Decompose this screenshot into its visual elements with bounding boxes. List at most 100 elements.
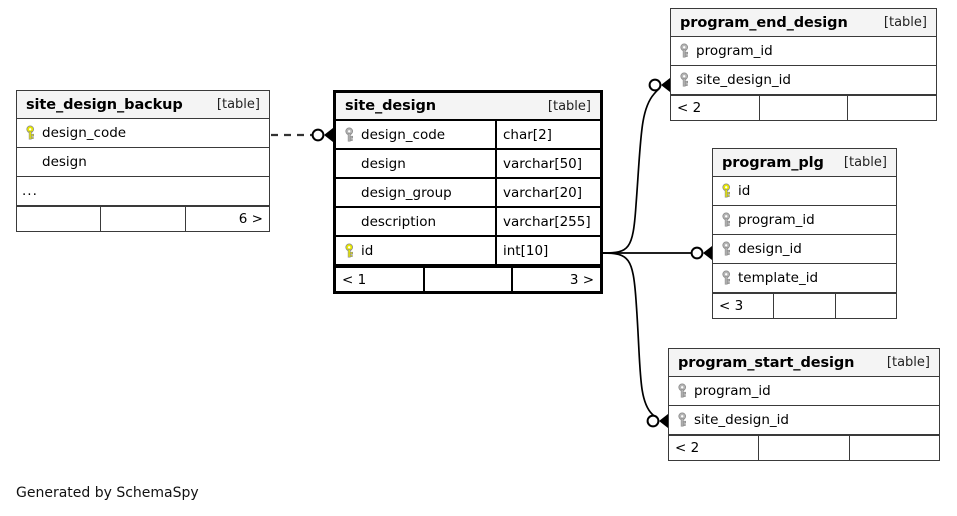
column-name-cell: id [336, 237, 495, 264]
footer-middle [100, 207, 184, 231]
column-name: id [738, 183, 751, 199]
table-title: program_start_design [678, 354, 855, 371]
table-row[interactable]: program_id [669, 377, 939, 406]
table-type-tag: [table] [547, 98, 591, 114]
footer-middle [773, 294, 834, 318]
primary-key-icon [24, 125, 38, 141]
table-type-tag: [table] [216, 97, 260, 112]
cardinality-many-arrow [324, 128, 333, 142]
index-key-icon [720, 241, 734, 257]
table-row[interactable]: design_id [713, 235, 896, 264]
index-key-icon [676, 412, 690, 428]
column-name: ... [22, 183, 38, 199]
column-name: site_design_id [696, 72, 791, 88]
table-header-program_end_design: program_end_design [table] [671, 9, 936, 37]
primary-key-icon [343, 243, 357, 259]
footer-child-count [834, 294, 896, 318]
footer-parent-count: < 2 [677, 100, 702, 116]
column-name: design_id [738, 241, 802, 257]
index-key-icon [720, 212, 734, 228]
schemaspy-credit: Generated by SchemaSpy [16, 485, 199, 501]
footer-middle [422, 268, 512, 291]
cardinality-many-arrow [703, 246, 712, 260]
footer-parent-count [17, 207, 100, 231]
column-name-cell: design_id [713, 235, 896, 263]
column-name-cell: program_id [669, 377, 939, 405]
table-row[interactable]: id [713, 177, 896, 206]
footer-parent-count: < 2 [675, 440, 700, 456]
footer-child-count [848, 436, 939, 460]
table-title: program_end_design [680, 14, 848, 31]
table-footer-program_start_design: < 2 [669, 435, 939, 460]
column-name-cell: design [17, 148, 269, 176]
relationship-site-design-to-program-end-design [602, 78, 670, 254]
column-name-cell: site_design_id [671, 66, 936, 94]
cardinality-optional-circle [690, 246, 704, 260]
column-name-cell: ... [17, 177, 269, 205]
relationship-backup-to-site-design [271, 128, 333, 142]
footer-child-count: 3 > [511, 268, 600, 291]
footer-middle [758, 96, 848, 120]
table-row[interactable]: design [17, 148, 269, 177]
table-row[interactable]: design_group varchar[20] [336, 179, 600, 208]
cardinality-many-arrow [659, 414, 668, 428]
table-footer-program_plg: < 3 [713, 293, 896, 318]
table-type-tag: [table] [883, 15, 927, 30]
index-key-icon [343, 127, 357, 143]
table-type-tag: [table] [886, 355, 930, 370]
table-row[interactable]: design_code [17, 119, 269, 148]
table-footer-site_design_backup: 6 > [17, 206, 269, 231]
table-header-program_start_design: program_start_design [table] [669, 349, 939, 377]
column-name-cell: design_group [336, 179, 495, 206]
index-key-icon [678, 72, 692, 88]
column-name-cell: id [713, 177, 896, 205]
cardinality-optional-circle [646, 414, 660, 428]
column-name: design_group [361, 184, 452, 201]
primary-key-icon [720, 183, 734, 199]
column-name: id [361, 242, 374, 259]
column-name-cell: design_code [336, 121, 495, 148]
column-name: design [42, 154, 87, 170]
relationship-site-design-to-program-start-design [602, 252, 668, 428]
column-name-cell: template_id [713, 264, 896, 292]
footer-middle [758, 436, 848, 460]
column-name: design_code [361, 126, 446, 143]
table-row[interactable]: program_id [713, 206, 896, 235]
column-name: site_design_id [694, 412, 789, 428]
index-key-icon [678, 43, 692, 59]
relationship-site-design-to-program-plg [603, 246, 712, 260]
column-name: description [361, 213, 437, 230]
table-type-tag: [table] [843, 155, 887, 170]
table-header-program_plg: program_plg [table] [713, 149, 896, 177]
table-row[interactable]: ... [17, 177, 269, 206]
column-name-cell: program_id [671, 37, 936, 65]
column-name-cell: design [336, 150, 495, 177]
table-row[interactable]: template_id [713, 264, 896, 293]
column-name-cell: description [336, 208, 495, 235]
index-key-icon [720, 270, 734, 286]
column-name: program_id [738, 212, 815, 228]
table-row[interactable]: program_id [671, 37, 936, 66]
footer-parent-count: < 3 [719, 298, 744, 314]
table-row[interactable]: site_design_id [669, 406, 939, 435]
footer-child-count [847, 96, 936, 120]
connector-line [602, 252, 659, 422]
index-key-icon [676, 383, 690, 399]
column-type-cell: varchar[20] [495, 179, 600, 206]
table-program_end_design[interactable]: program_end_design [table] program_id site_… [670, 8, 937, 121]
column-name-cell: program_id [713, 206, 896, 234]
table-row[interactable]: site_design_id [671, 66, 936, 95]
table-title: site_design_backup [26, 96, 183, 113]
table-title: program_plg [722, 154, 824, 171]
table-header-site_design: site_design[table] [336, 93, 600, 121]
